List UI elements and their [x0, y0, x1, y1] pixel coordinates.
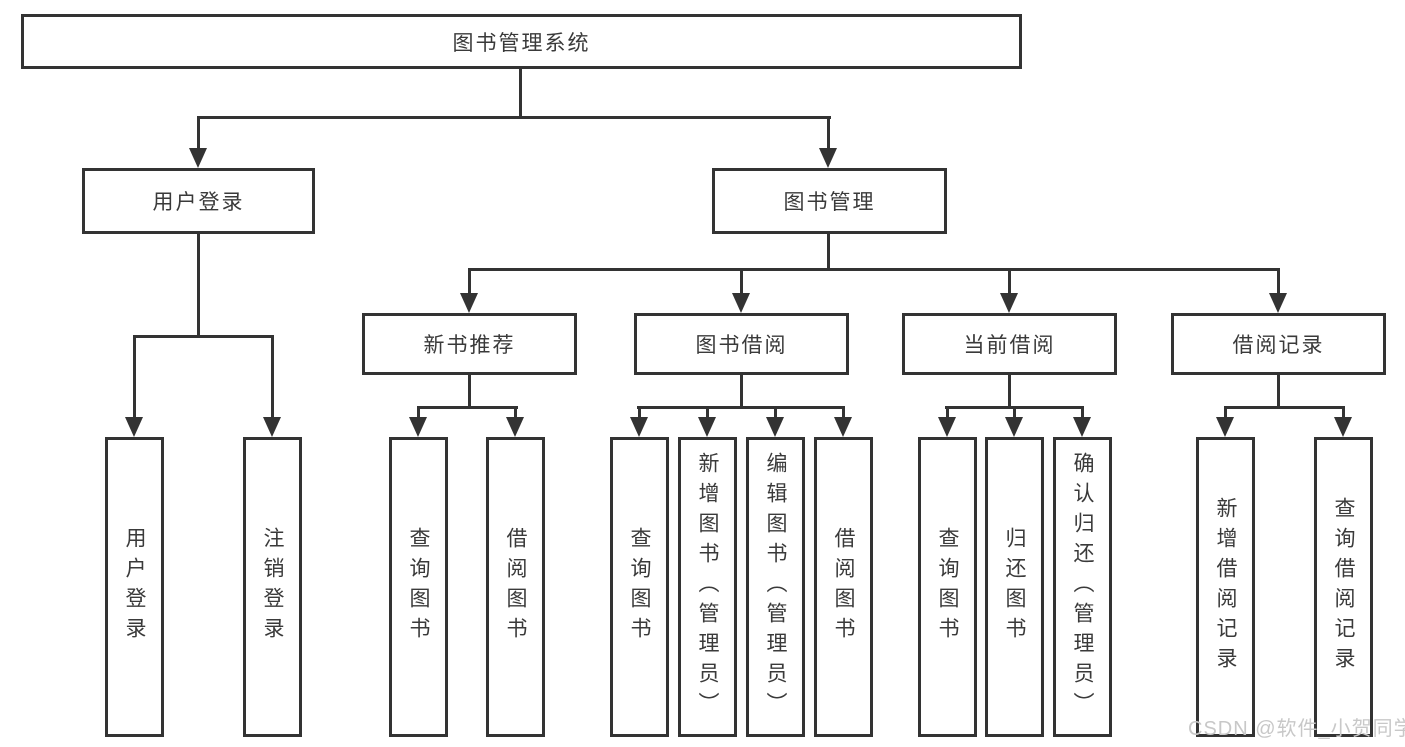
arrow-down-icon: [460, 293, 478, 313]
node-book-borrow: 图书借阅: [634, 313, 849, 375]
node-user-login: 用户登录: [82, 168, 315, 234]
connector-line: [197, 232, 200, 337]
connector-line: [1013, 406, 1016, 420]
node-add-book-admin: 新增图书（管理员）: [678, 437, 737, 737]
node-query-books-borrow: 查询图书: [610, 437, 669, 737]
node-root: 图书管理系统: [21, 14, 1022, 69]
connector-line: [706, 406, 709, 420]
node-current-borrow: 当前借阅: [902, 313, 1117, 375]
node-book-management: 图书管理: [712, 168, 947, 234]
connector-line: [468, 268, 1280, 271]
arrow-down-icon: [630, 417, 648, 437]
arrow-down-icon: [1005, 417, 1023, 437]
connector-line: [1277, 373, 1280, 408]
connector-line: [197, 116, 200, 150]
arrow-down-icon: [1000, 293, 1018, 313]
connector-line: [271, 335, 274, 419]
arrow-down-icon: [1334, 417, 1352, 437]
node-query-books-current: 查询图书: [918, 437, 977, 737]
connector-line: [1224, 406, 1227, 420]
arrow-down-icon: [1269, 293, 1287, 313]
arrow-down-icon: [409, 417, 427, 437]
arrow-down-icon: [189, 148, 207, 168]
arrow-down-icon: [698, 417, 716, 437]
connector-line: [1277, 268, 1280, 297]
node-return-book: 归还图书: [985, 437, 1044, 737]
arrow-down-icon: [1073, 417, 1091, 437]
connector-line: [637, 406, 845, 409]
connector-line: [468, 373, 471, 408]
arrow-down-icon: [766, 417, 784, 437]
connector-line: [514, 406, 517, 420]
arrow-down-icon: [263, 417, 281, 437]
connector-line: [827, 232, 830, 271]
connector-line: [133, 335, 136, 419]
arrow-down-icon: [834, 417, 852, 437]
arrow-down-icon: [506, 417, 524, 437]
connector-line: [519, 67, 522, 118]
arrow-down-icon: [732, 293, 750, 313]
csdn-watermark: CSDN @软件_小贺同学: [1188, 718, 1405, 740]
node-user-login-leaf: 用户登录: [105, 437, 164, 737]
node-borrow-books-newbook: 借阅图书: [486, 437, 545, 737]
connector-line: [1342, 406, 1345, 420]
arrow-down-icon: [125, 417, 143, 437]
connector-line: [468, 268, 471, 297]
node-add-borrow-record: 新增借阅记录: [1196, 437, 1255, 737]
node-logout-leaf: 注销登录: [243, 437, 302, 737]
connector-line: [827, 116, 830, 150]
connector-line: [740, 268, 743, 297]
connector-line: [417, 406, 420, 420]
connector-line: [197, 116, 831, 119]
arrow-down-icon: [1216, 417, 1234, 437]
connector-line: [638, 406, 641, 420]
arrow-down-icon: [819, 148, 837, 168]
connector-line: [946, 406, 949, 420]
arrow-down-icon: [938, 417, 956, 437]
node-new-book-recommend: 新书推荐: [362, 313, 577, 375]
node-confirm-return-admin: 确认归还（管理员）: [1053, 437, 1112, 737]
connector-line: [740, 373, 743, 408]
node-query-books-newbook: 查询图书: [389, 437, 448, 737]
connector-line: [1081, 406, 1084, 420]
node-query-borrow-record: 查询借阅记录: [1314, 437, 1373, 737]
connector-line: [774, 406, 777, 420]
node-borrow-record: 借阅记录: [1171, 313, 1386, 375]
connector-line: [417, 406, 518, 409]
connector-line: [1224, 406, 1345, 409]
node-edit-book-admin: 编辑图书（管理员）: [746, 437, 805, 737]
connector-line: [842, 406, 845, 420]
connector-line: [1008, 268, 1011, 297]
connector-line: [133, 335, 274, 338]
node-borrow-books-borrow: 借阅图书: [814, 437, 873, 737]
connector-line: [1008, 373, 1011, 408]
